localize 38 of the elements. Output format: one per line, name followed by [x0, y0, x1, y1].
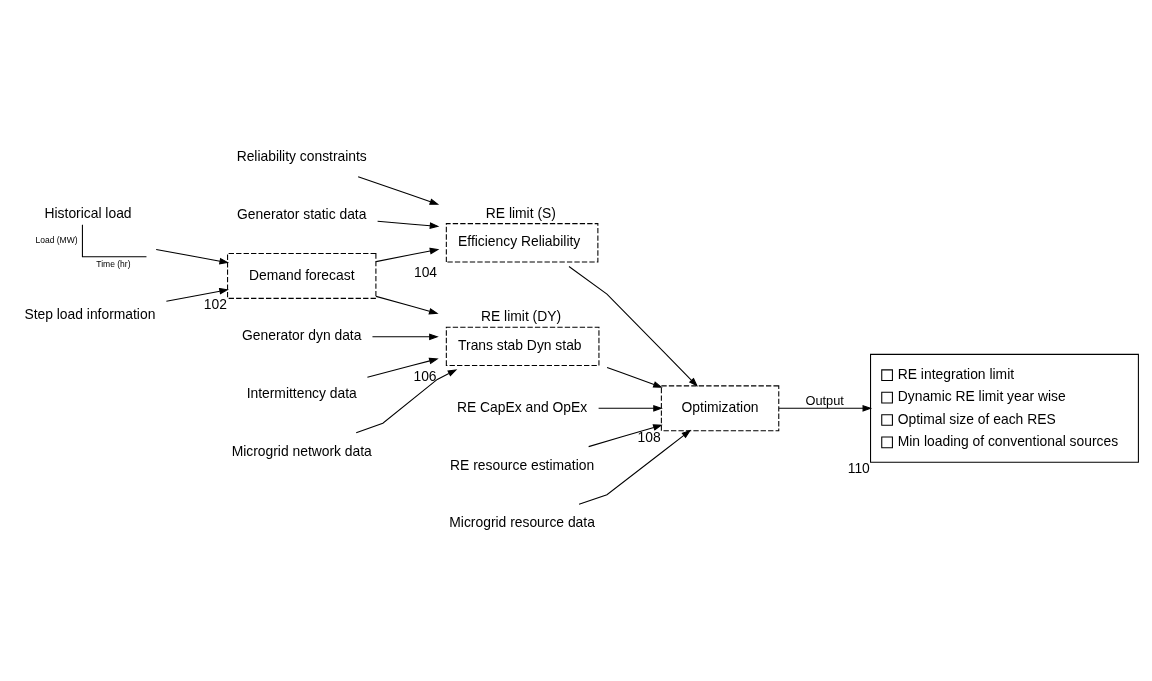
arrow [355, 369, 458, 434]
arrow [165, 287, 229, 302]
node-label: RE limit (DY) [481, 308, 562, 325]
node-label: RE limit (S) [485, 204, 556, 221]
arrow [375, 247, 440, 263]
arrow [377, 220, 440, 229]
arrow [357, 176, 440, 205]
arrow [155, 248, 230, 265]
node-text: Intermittency data [246, 385, 357, 402]
node-text: Historical load Load (MW) Time (hr) [35, 204, 132, 269]
node-label: 104 [413, 264, 438, 281]
arrow [588, 424, 663, 448]
arrow [606, 366, 663, 388]
node-text: RE CapEx and OpEx [457, 398, 588, 415]
node-box: Efficiency Reliability [445, 223, 599, 263]
edge-label: Output [805, 392, 844, 408]
node-text: RE resource estimation [450, 456, 595, 473]
arrow [578, 429, 692, 505]
node-text: Microgrid network data [231, 442, 372, 459]
node-text: Step load information [24, 306, 156, 323]
node-text: Generator static data [237, 205, 367, 222]
node-box: Demand forecast [227, 253, 377, 299]
node-text: Microgrid resource data [449, 514, 595, 531]
arrow [568, 265, 698, 387]
node-label: 106 [413, 367, 437, 384]
node-text: Reliability constraints [236, 148, 367, 165]
node-text: Generator dyn data [242, 327, 362, 344]
arrow [375, 295, 439, 315]
arrow [371, 333, 439, 341]
node-box: RE integration limit Dynamic RE limit year wise Optimal size of each RES Min loading of conventional sources [870, 353, 1139, 463]
node-label: 108 [637, 428, 661, 445]
node-box: Trans stab Dyn stab [445, 326, 600, 367]
node-box: Optimization [660, 385, 780, 432]
node-label: 102 [203, 296, 227, 313]
node-label: 110 [847, 460, 870, 477]
arrow [366, 357, 439, 378]
arrow [778, 404, 873, 412]
arrow [598, 404, 663, 412]
